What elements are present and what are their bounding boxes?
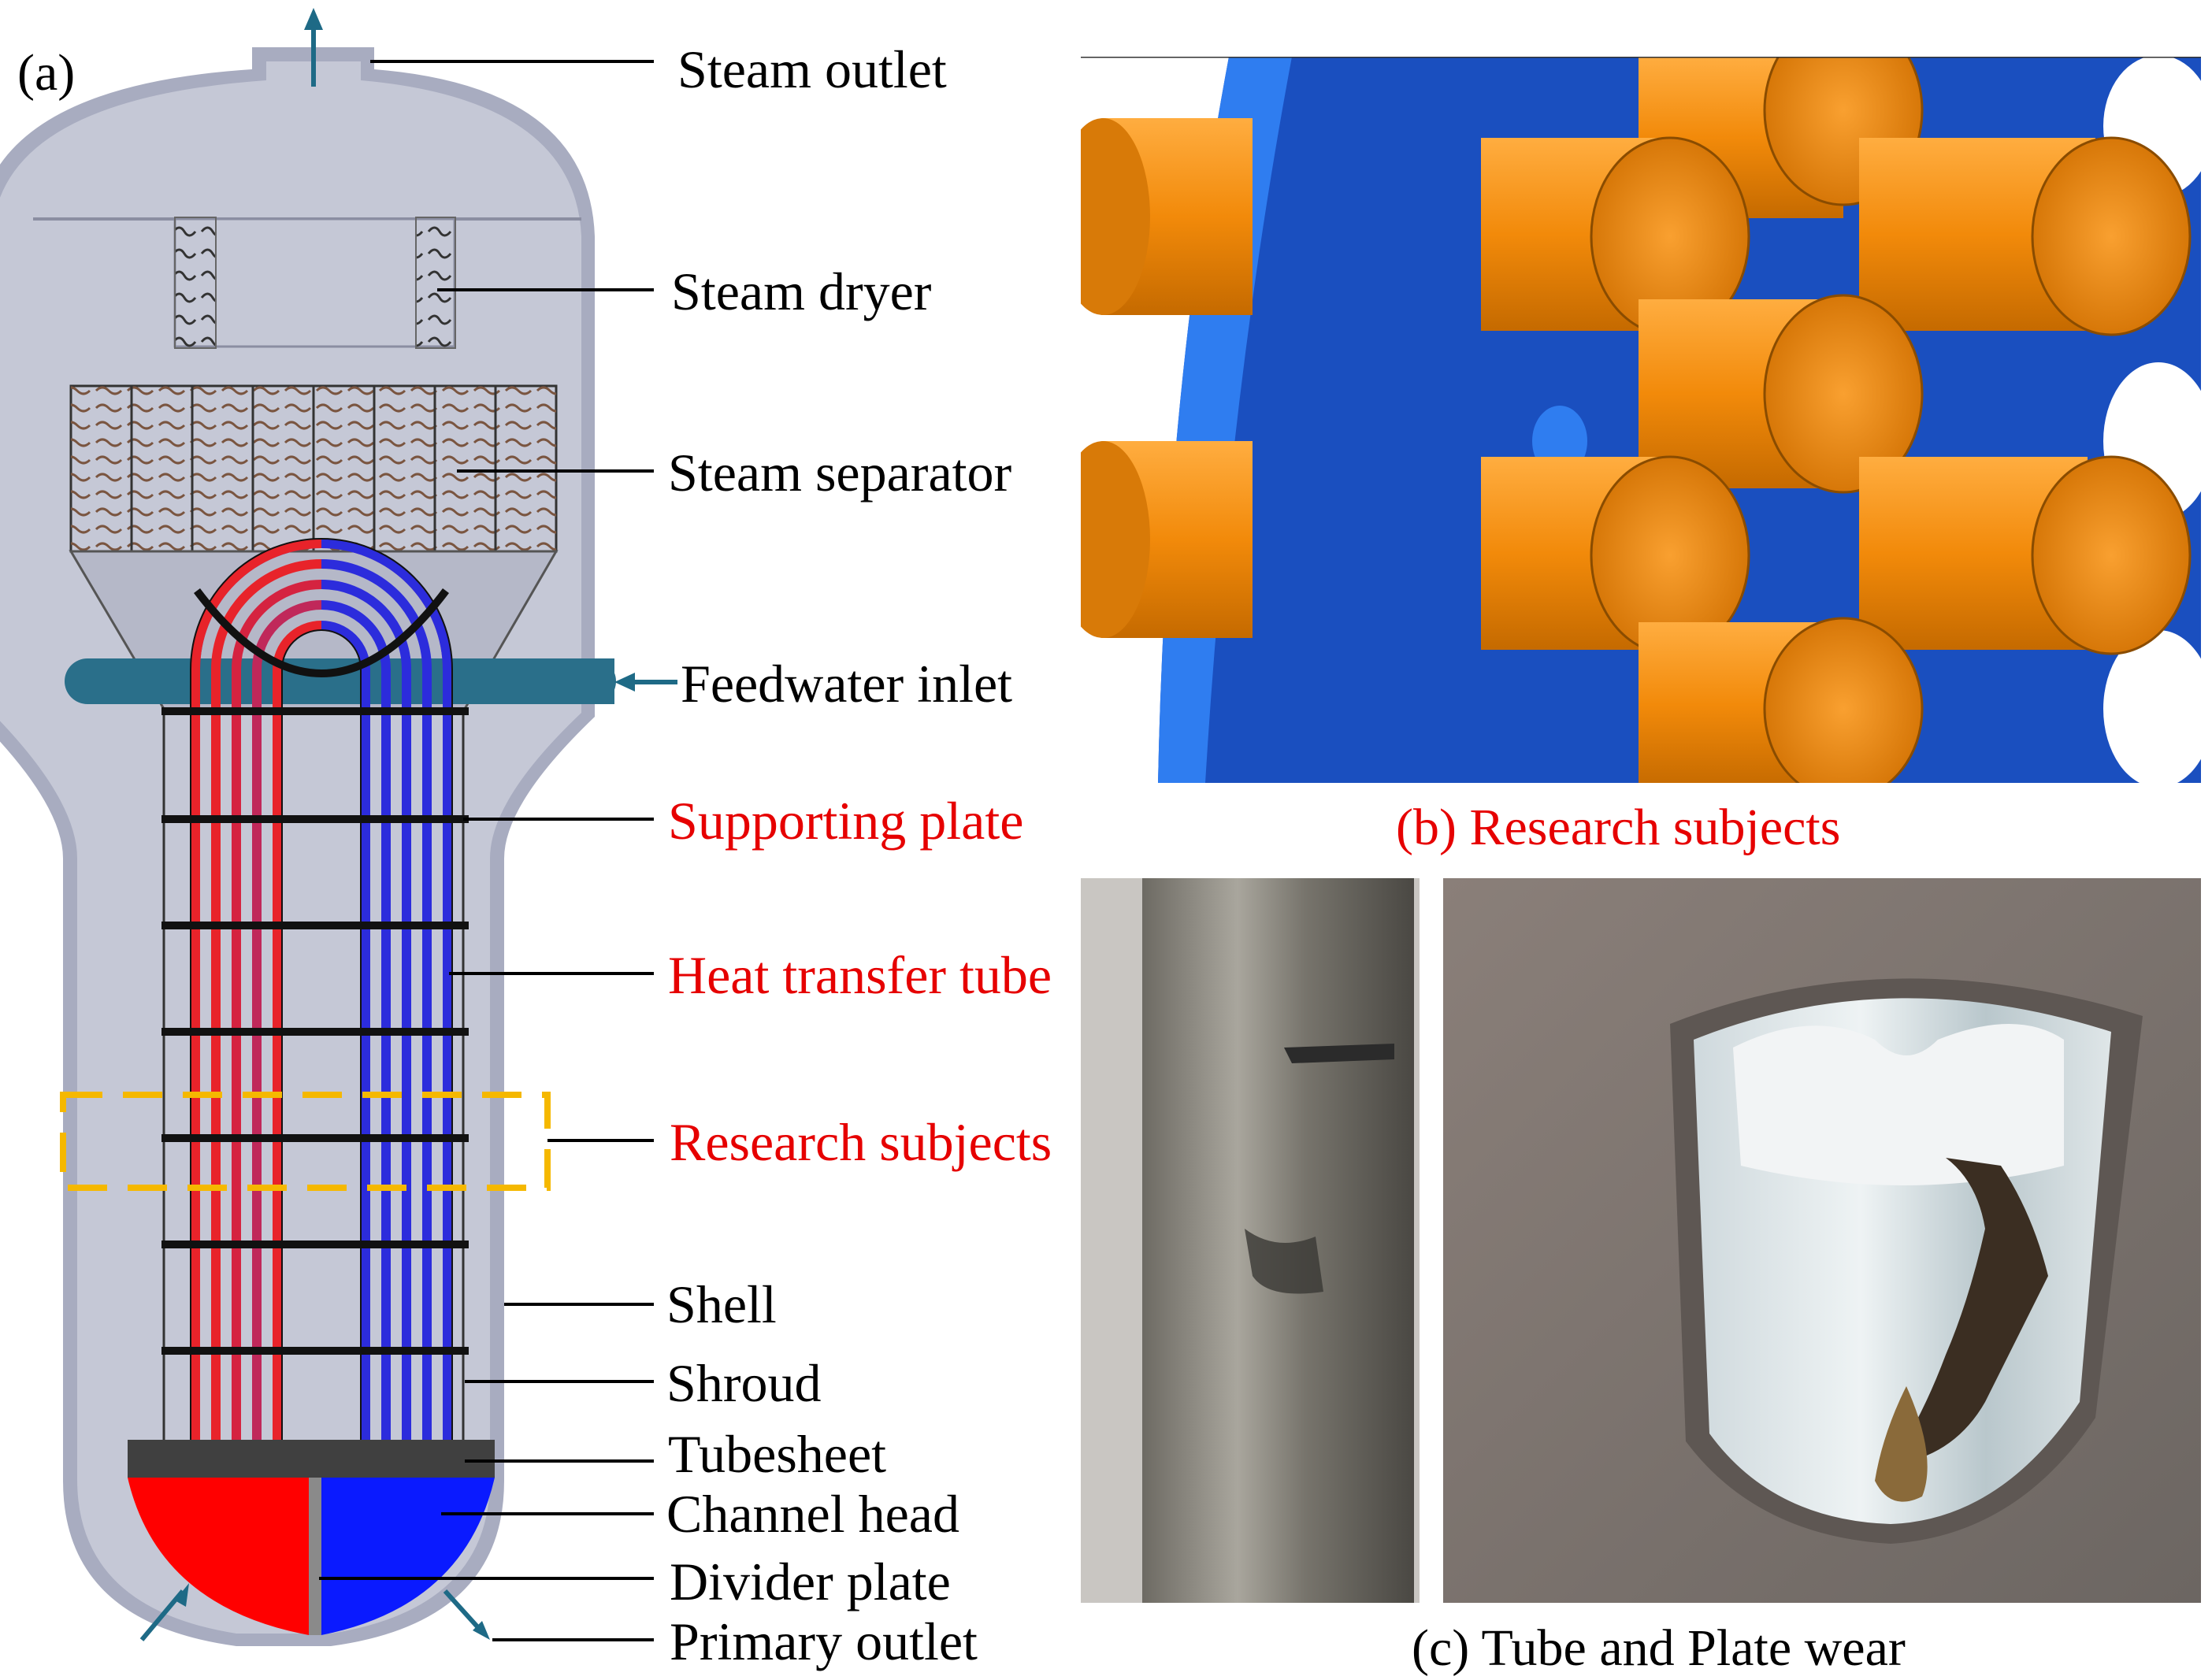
research-subjects-box — [60, 1092, 551, 1191]
label-steam-separator: Steam separator — [668, 443, 1012, 503]
label-research-subjects: Research subjects — [670, 1112, 1052, 1172]
primary-outlet-arrow — [443, 1589, 484, 1634]
steam-separator-cells — [130, 386, 497, 551]
tube-wear-mark — [1245, 1229, 1323, 1294]
label-feedwater-inlet: Feedwater inlet — [681, 654, 1013, 714]
research-subjects-render — [1081, 57, 2201, 783]
label-steam-outlet: Steam outlet — [677, 39, 947, 99]
label-shell: Shell — [666, 1274, 777, 1334]
u-tube-bundle — [191, 539, 452, 1473]
tubesheet — [128, 1440, 495, 1478]
primary-inlet-arrowhead — [175, 1583, 189, 1607]
primary-outlet-arrowhead — [473, 1621, 490, 1640]
steam-outlet-arrowhead — [304, 8, 323, 30]
steam-dryer-element-right — [415, 217, 456, 349]
label-shroud: Shroud — [666, 1353, 822, 1413]
steam-generator-diagram — [0, 8, 677, 1646]
plate-corrosion — [1875, 1386, 1928, 1502]
label-steam-dryer: Steam dryer — [671, 261, 932, 321]
label-tubesheet: Tubesheet — [668, 1424, 887, 1484]
anti-vibration-bar — [194, 588, 449, 677]
channel-head-cold — [321, 1478, 495, 1635]
label-divider-plate: Divider plate — [670, 1552, 951, 1611]
plate-wear-debris — [1891, 1158, 2048, 1465]
hole-top-surface — [1733, 1024, 2064, 1185]
panel-a-label: (a) — [17, 44, 76, 102]
label-supporting-plate: Supporting plate — [668, 791, 1024, 851]
supporting-plates — [161, 707, 469, 1355]
u-tube-outlines — [190, 538, 453, 1473]
leader-lines — [319, 60, 654, 1641]
label-heat-transfer-tube: Heat transfer tube — [668, 945, 1052, 1005]
primary-inlet-arrow — [139, 1589, 185, 1641]
tube-wear-scar — [1284, 1044, 1394, 1063]
caption-panel-b: (b) Research subjects — [1396, 799, 1841, 856]
steam-dryer — [173, 217, 456, 348]
worn-tube — [1142, 878, 1414, 1603]
label-primary-outlet: Primary outlet — [670, 1611, 978, 1671]
channel-head-hot — [128, 1478, 309, 1635]
heat-transfer-tubes — [1081, 57, 2192, 783]
feedwater-arrowhead — [614, 673, 635, 692]
feedwater-nozzle — [471, 658, 614, 704]
steam-dryer-element-left — [174, 217, 217, 349]
tube-and-plate-wear-photo — [1081, 878, 2201, 1603]
label-channel-head: Channel head — [666, 1484, 959, 1544]
caption-panel-c: (c) Tube and Plate wear — [1412, 1619, 1906, 1677]
divider-plate — [309, 1478, 321, 1635]
